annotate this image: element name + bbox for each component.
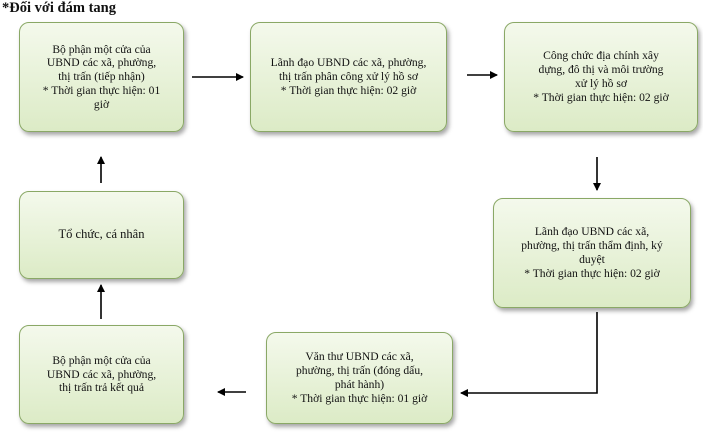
box-line: phường, thị trấn thẩm định, ký <box>521 239 663 253</box>
step-process-box: Công chức địa chính xây dựng, đô thị và … <box>504 22 698 132</box>
box-line: * Thời gian thực hiện: 02 giờ <box>524 266 660 280</box>
box-line: giờ <box>93 97 110 111</box>
arrow-b4-to-b5 <box>460 312 598 397</box>
box-line: phường, thị trấn (đóng dấu, <box>295 364 424 378</box>
box-line: thị trấn phân công xử lý hồ sơ <box>279 70 418 84</box>
box-line: phát hành) <box>334 378 385 391</box>
box-line: Tổ chức, cá nhân <box>58 227 145 242</box>
box-line: Bộ phận một cửa của <box>52 42 151 56</box>
organization-individual-box: Tổ chức, cá nhân <box>19 191 184 279</box>
diagram-title: *Đối với đám tang <box>2 0 116 16</box>
box-line: * Thời gian thực hiện: 01 giờ <box>291 391 428 405</box>
box-line: xử lý hồ sơ <box>574 77 628 90</box>
box-line: Lãnh đạo UBND các xã, <box>534 225 650 239</box>
box-line: dựng, đô thị và môi trường <box>538 63 664 77</box>
box-line: Văn thư UBND các xã, <box>305 350 414 364</box>
box-line: * Thời gian thực hiện: 02 giờ <box>533 90 669 104</box>
step-approve-box: Lãnh đạo UBND các xã, phường, thị trấn t… <box>493 198 691 308</box>
step-return-box: Bộ phận một cửa của UBND các xã, phường,… <box>19 325 184 424</box>
box-line: UBND các xã, phường, <box>46 56 157 70</box>
box-line: duyệt <box>579 253 605 266</box>
box-line: * Thời gian thực hiện: 01 <box>42 83 161 97</box>
step-assign-box: Lãnh đạo UBND các xã, phường, thị trấn p… <box>250 22 447 132</box>
box-line: Lãnh đạo UBND các xã, phường, <box>270 56 427 70</box>
box-line: Công chức địa chính xây <box>543 49 659 63</box>
box-line: thị trấn (tiếp nhận) <box>58 70 145 84</box>
box-line: * Thời gian thực hiện: 02 giờ <box>280 83 417 97</box>
box-line: Bộ phận một cửa của <box>52 353 151 367</box>
box-line: thị trấn trả kết quả <box>59 381 144 395</box>
box-line: UBND các xã, phường, <box>46 367 157 381</box>
step-receive-box: Bộ phận một cửa của UBND các xã, phường,… <box>19 22 184 132</box>
step-clerk-box: Văn thư UBND các xã, phường, thị trấn (đ… <box>266 332 453 424</box>
